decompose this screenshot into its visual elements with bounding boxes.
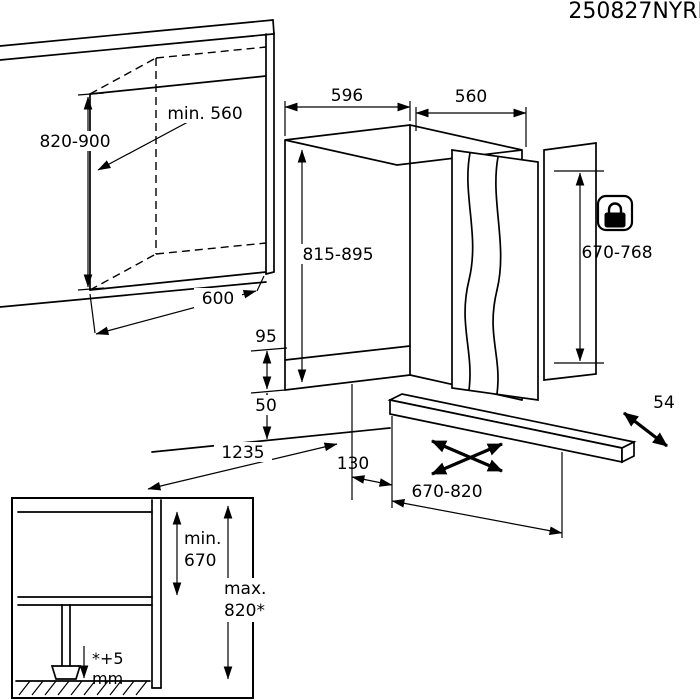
- inset-min-label: min.: [184, 529, 221, 549]
- plinth-adjustment-label: 54: [653, 393, 675, 413]
- niche-height-dimension: 820-900: [37, 92, 113, 291]
- inset-min-height-dimension: min. 670: [172, 511, 221, 596]
- cabinet-depth-dimension: 600: [89, 275, 265, 335]
- base-clearance-dimension: 95: [250, 327, 288, 390]
- furniture-door-panel: [451, 149, 539, 401]
- appliance-width-dimension: 596: [284, 86, 411, 136]
- inset-appliance-base: [17, 511, 153, 606]
- installation-detail-inset: min. 670 max. 820* *+5 mm: [11, 497, 278, 699]
- depth-door-open-label: 1235: [221, 443, 264, 463]
- foot-adjustment-label: 50: [255, 396, 277, 416]
- floor-hatching: [15, 680, 151, 696]
- inset-note-value: *+5: [92, 649, 124, 668]
- appliance-height-label: 815-895: [302, 245, 373, 265]
- plinth-board: [387, 393, 637, 464]
- cabinet-depth-label: 600: [202, 289, 234, 309]
- base-clearance-label: 95: [255, 327, 277, 347]
- adjustable-foot: [50, 604, 82, 680]
- cabinet-niche: [0, 32, 275, 308]
- appliance-width-label: 596: [331, 86, 363, 106]
- depth-door-open-dimension: 1235: [147, 442, 338, 491]
- plinth-adjustment-dimension: 54: [623, 393, 675, 448]
- door-panel-height-label: 670-768: [581, 243, 652, 263]
- padlock-icon: [596, 194, 634, 232]
- appliance-depth-dimension: 560: [415, 87, 527, 147]
- appliance-height-dimension: 815-895: [297, 149, 377, 383]
- inset-max-label: max.: [224, 579, 266, 599]
- niche-height-label: 820-900: [39, 132, 110, 152]
- niche-depth-dimension: min. 560: [97, 103, 252, 171]
- niche-depth-label: min. 560: [167, 104, 242, 124]
- inset-max-value: 820*: [224, 601, 265, 621]
- worktop: [0, 19, 275, 61]
- plinth-board-length-dimension: 670-820: [391, 452, 563, 538]
- inset-max-height-dimension: max. 820*: [222, 505, 278, 680]
- inset-foot-note: *+5 mm: [79, 646, 124, 688]
- inset-min-value: 670: [184, 551, 216, 571]
- foot-adjustment-dimension: 50: [250, 389, 286, 440]
- door-panel-height-dimension: 670-768: [554, 170, 653, 364]
- inset-note-unit: mm: [92, 669, 123, 688]
- appliance-depth-label: 560: [455, 87, 487, 107]
- inset-plinth-panel: [151, 499, 162, 689]
- plinth-setback-label: 130: [337, 454, 369, 474]
- part-number: 250827NYRI: [568, 0, 700, 24]
- plinth-setback-dimension: 130: [337, 384, 393, 508]
- plinth-board-length-label: 670-820: [411, 482, 482, 502]
- plinth-slide-arrows: [431, 439, 503, 476]
